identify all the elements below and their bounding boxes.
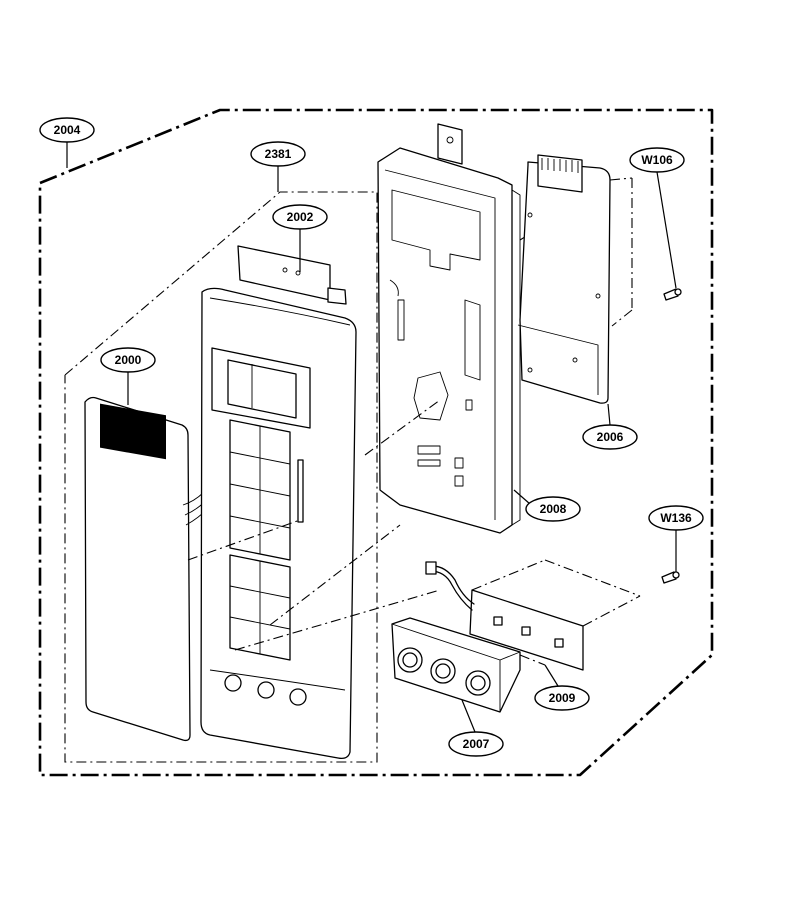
callout-2006: 2006 xyxy=(582,403,638,450)
part-w136-screw xyxy=(661,571,680,584)
callout-2007: 2007 xyxy=(448,699,504,757)
callout-w136: W136 xyxy=(648,505,704,572)
part-2007-knob-housing xyxy=(391,617,521,713)
callout-2000: 2000 xyxy=(100,347,156,405)
callout-2007-text: 2007 xyxy=(463,737,490,751)
assembly-guides xyxy=(187,519,546,666)
callout-2008-text: 2008 xyxy=(540,502,567,516)
callout-w136-text: W136 xyxy=(660,511,692,525)
callout-2008: 2008 xyxy=(513,489,581,522)
callout-2381-text: 2381 xyxy=(265,147,292,161)
callout-2009-text: 2009 xyxy=(549,691,576,705)
callout-2381: 2381 xyxy=(250,141,306,192)
part-w106-screw xyxy=(663,288,682,301)
part-2006-main-pcb xyxy=(517,154,633,404)
assembly-boundary-2004 xyxy=(38,108,714,777)
callout-2000-text: 2000 xyxy=(115,353,142,367)
callout-2002: 2002 xyxy=(272,204,328,272)
callout-2004: 2004 xyxy=(39,117,95,168)
callout-w106-text: W106 xyxy=(641,153,673,167)
part-2000-display-film xyxy=(84,396,225,742)
callout-2004-text: 2004 xyxy=(54,123,81,137)
assembly-boundary-2381 xyxy=(64,191,378,763)
part-2009-sub-pcb xyxy=(425,559,641,671)
callout-2002-text: 2002 xyxy=(287,210,314,224)
part-2008-control-bracket xyxy=(364,123,561,534)
callout-2009: 2009 xyxy=(534,664,590,711)
part-2002-control-frame xyxy=(200,245,357,760)
callout-w106: W106 xyxy=(629,147,685,289)
callout-2006-text: 2006 xyxy=(597,430,624,444)
